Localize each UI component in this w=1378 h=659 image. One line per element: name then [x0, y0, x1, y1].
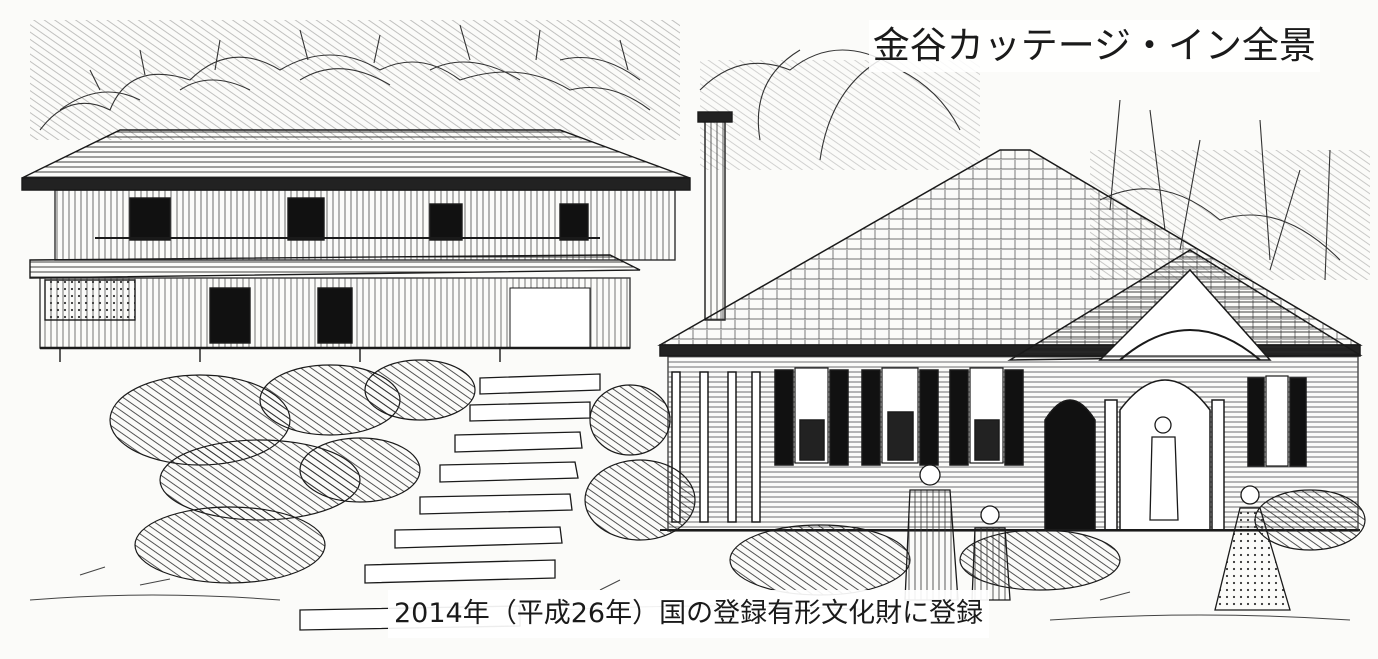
registration-caption: 2014年（平成26年）国の登録有形文化財に登録: [388, 590, 990, 638]
western-cottage: [657, 149, 1363, 532]
illustration-title: 金谷カッテージ・イン全景: [868, 20, 1320, 72]
figures: [904, 416, 1291, 611]
japanese-house: [21, 129, 691, 362]
canopy-hatching: [30, 20, 680, 140]
